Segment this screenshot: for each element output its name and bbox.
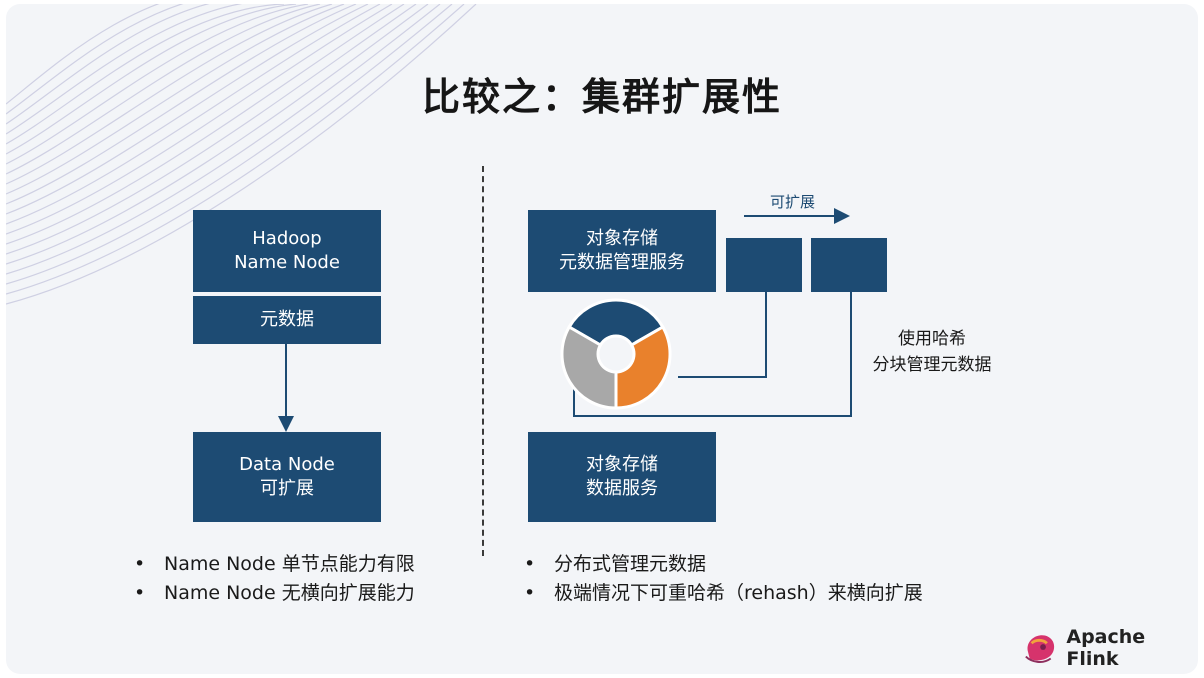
flink-logo-icon bbox=[1025, 635, 1055, 663]
datanode-box: Data Node 可扩展 bbox=[193, 432, 381, 522]
data-service-box: 对象存储 数据服务 bbox=[528, 432, 716, 522]
metadata-box: 元数据 bbox=[193, 296, 381, 344]
brand-name: Apache Flink bbox=[1066, 626, 1146, 670]
connector-lines bbox=[278, 208, 852, 432]
meta-service-line1: 对象存储 bbox=[586, 228, 658, 249]
data-service-line2: 数据服务 bbox=[586, 478, 658, 499]
right-bullet-1: 分布式管理元数据 bbox=[524, 550, 923, 579]
scale-label: 可扩展 bbox=[770, 193, 816, 211]
hash-label-line1: 使用哈希 bbox=[898, 329, 966, 349]
section-divider bbox=[482, 166, 484, 556]
meta-service-box: 对象存储 元数据管理服务 bbox=[528, 210, 716, 292]
brand: Apache Flink bbox=[1022, 626, 1198, 670]
namenode-line1: Hadoop bbox=[252, 228, 322, 249]
left-bullet-2: Name Node 无横向扩展能力 bbox=[134, 579, 415, 608]
meta-shard-box-2 bbox=[811, 238, 887, 292]
namenode-box: Hadoop Name Node bbox=[193, 210, 381, 292]
namenode-line2: Name Node bbox=[234, 252, 340, 273]
left-bullet-list: Name Node 单节点能力有限 Name Node 无横向扩展能力 bbox=[134, 550, 415, 608]
meta-shard-box-1 bbox=[726, 238, 802, 292]
slide: 比较之：集群扩展性 Hadoop Name Node 元数据 Data Node… bbox=[6, 4, 1198, 674]
ring-segment-gray bbox=[560, 324, 618, 410]
ring-to-box1-line bbox=[678, 292, 767, 378]
meta-service-line2: 元数据管理服务 bbox=[559, 252, 685, 273]
hash-label-line2: 分块管理元数据 bbox=[872, 355, 992, 375]
ring-segment-orange bbox=[614, 324, 672, 410]
ring-to-box2-line bbox=[573, 292, 852, 417]
datanode-line1: Data Node bbox=[239, 454, 335, 475]
decorative-arcs bbox=[6, 4, 477, 305]
data-service-line1: 对象存储 bbox=[586, 454, 658, 475]
right-bullet-list: 分布式管理元数据 极端情况下可重哈希（rehash）来横向扩展 bbox=[524, 550, 923, 608]
ring-segment-top bbox=[567, 298, 665, 348]
datanode-line2: 可扩展 bbox=[260, 478, 314, 499]
metadata-label: 元数据 bbox=[260, 309, 314, 330]
hash-label: 使用哈希 分块管理元数据 bbox=[862, 326, 1002, 378]
hash-ring-icon bbox=[560, 298, 672, 410]
slide-title: 比较之：集群扩展性 bbox=[421, 75, 782, 119]
right-bullet-2: 极端情况下可重哈希（rehash）来横向扩展 bbox=[524, 579, 923, 608]
left-bullet-1: Name Node 单节点能力有限 bbox=[134, 550, 415, 579]
